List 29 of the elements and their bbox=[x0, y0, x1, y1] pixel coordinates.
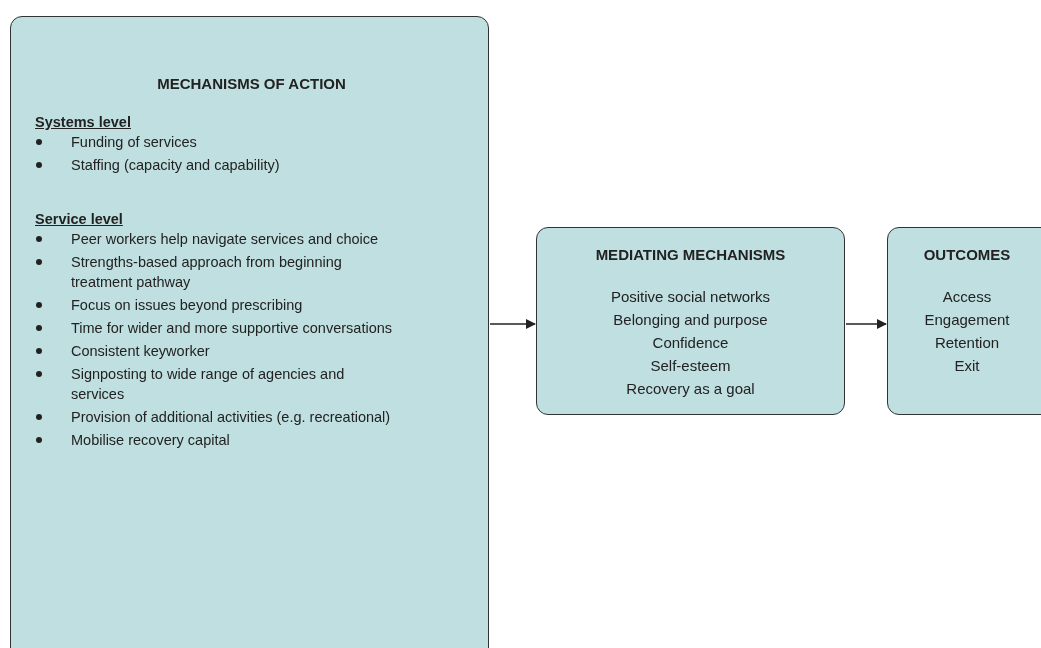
box-heading: MEDIATING MECHANISMS bbox=[594, 246, 787, 263]
list-text: Exit bbox=[953, 356, 981, 376]
list-text: Engagement bbox=[923, 310, 1011, 330]
box-heading: OUTCOMES bbox=[922, 246, 1012, 263]
list-text: Retention bbox=[933, 333, 1001, 353]
list-text: Recovery as a goal bbox=[625, 379, 756, 399]
list-text: Access bbox=[941, 287, 993, 307]
box-heading: MECHANISMS OF ACTION bbox=[156, 75, 347, 92]
bullet-item: Funding of services bbox=[35, 132, 401, 152]
arrow bbox=[845, 319, 887, 329]
process-box bbox=[536, 227, 845, 415]
process-box bbox=[887, 227, 1041, 415]
bullet-item: Strengths-based approach from beginning treatment pathway bbox=[35, 252, 401, 292]
arrow bbox=[489, 319, 536, 329]
bullet-item: Provision of additional activities (e.g. recreational) bbox=[35, 407, 401, 427]
list-text: Confidence bbox=[651, 333, 730, 353]
list-text: Self-esteem bbox=[649, 356, 732, 376]
section-heading: Service level bbox=[35, 211, 124, 227]
section-heading: Systems level bbox=[35, 114, 132, 130]
process-box bbox=[10, 16, 489, 648]
bullet-item: Time for wider and more supportive conversations bbox=[35, 318, 401, 338]
bullet-item: Consistent keyworker bbox=[35, 341, 401, 361]
bullet-item: Focus on issues beyond prescribing bbox=[35, 295, 401, 315]
bullet-item: Signposting to wide range of agencies and services bbox=[35, 364, 401, 404]
bullet-item: Peer workers help navigate services and choice bbox=[35, 229, 401, 249]
bullet-item: Staffing (capacity and capability) bbox=[35, 155, 401, 175]
list-text: Positive social networks bbox=[609, 287, 772, 307]
list-text: Belonging and purpose bbox=[612, 310, 769, 330]
bullet-item: Mobilise recovery capital bbox=[35, 430, 401, 450]
